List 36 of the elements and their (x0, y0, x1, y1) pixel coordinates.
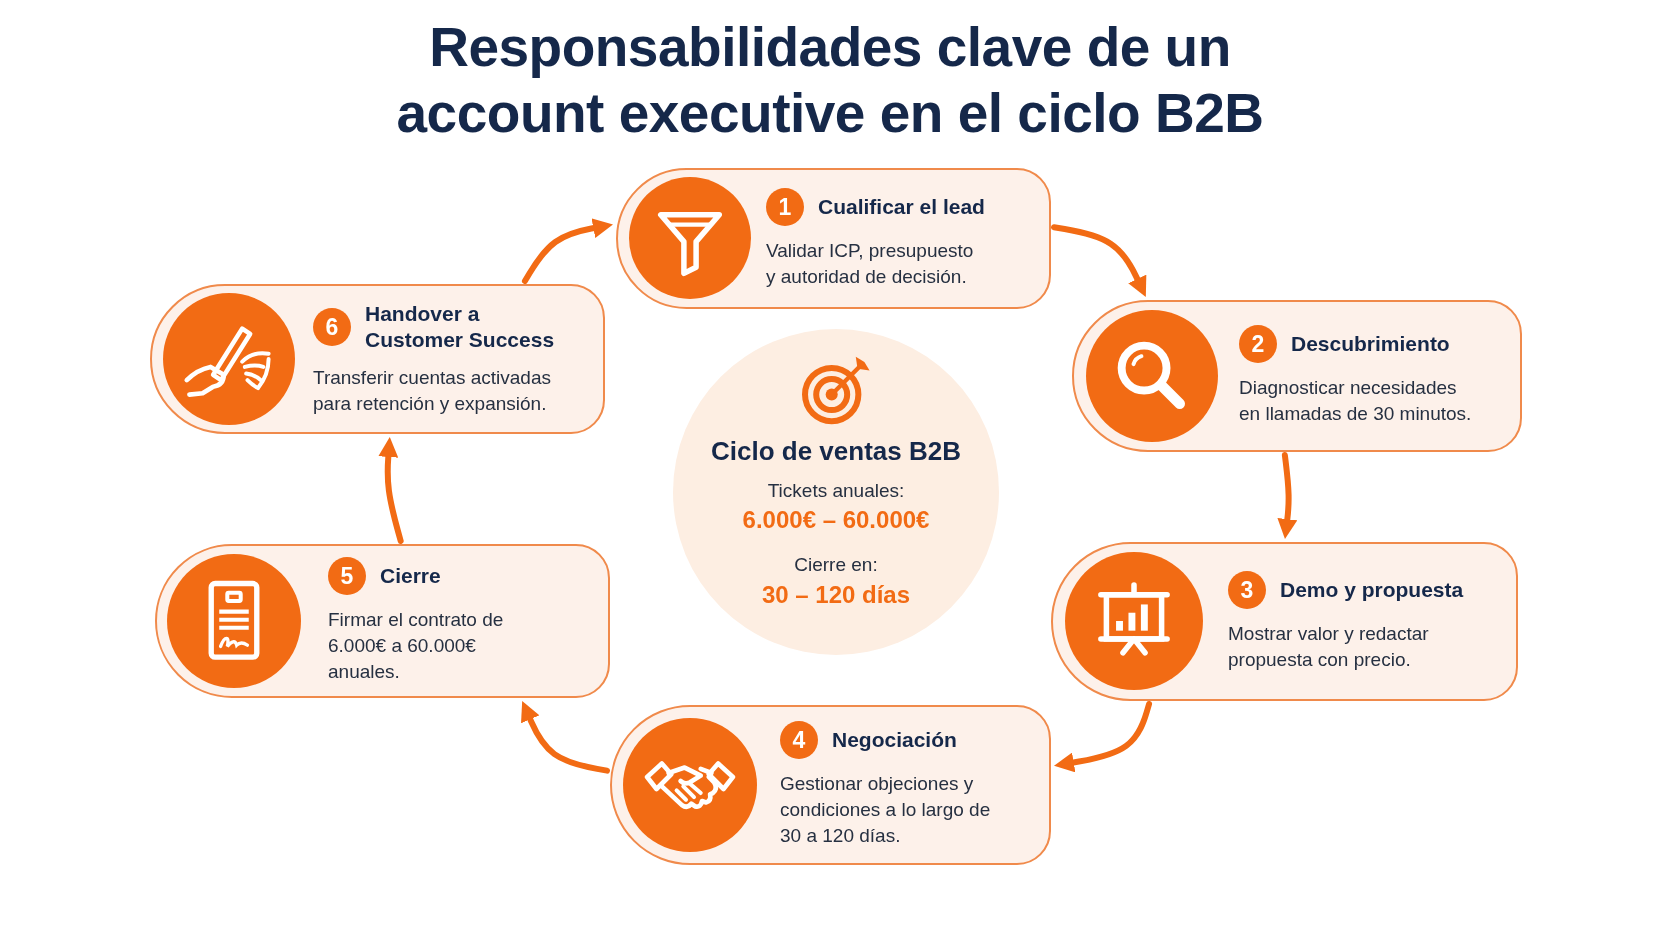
step-number: 5 (328, 557, 366, 595)
step-title: Descubrimiento (1291, 331, 1450, 357)
cycle-arrow (521, 218, 613, 284)
step-description: Firmar el contrato de 6.000€ a 60.000€ anuales. (328, 608, 505, 684)
metric-value: 30 – 120 días (761, 581, 911, 609)
step-description: Diagnosticar necesidades en llamadas de 30 minutos. (1239, 376, 1473, 426)
cycle-arrow (378, 437, 404, 544)
step-description: Gestionar objeciones y condiciones a lo largo de 30 a 120 días. (780, 772, 992, 848)
step-card (1051, 542, 1518, 701)
step-number: 6 (313, 308, 351, 346)
metric-label: Cierre en: (794, 553, 878, 577)
step-title: Negociación (832, 727, 957, 753)
step-title: Cierre (380, 563, 441, 589)
step-description: Transferir cuentas activadas para retención y expansión. (313, 366, 552, 416)
step-card (150, 284, 605, 434)
page-title: Responsabilidades clave de un account executive en el ciclo B2B (395, 15, 1265, 146)
step-number: 3 (1228, 570, 1266, 609)
step-number: 2 (1239, 325, 1277, 363)
cycle-arrow (521, 701, 610, 774)
step-card (616, 168, 1051, 309)
cycle-arrow (1051, 224, 1147, 297)
step-card (155, 544, 610, 698)
step-description: Mostrar valor y redactar propuesta con precio. (1228, 621, 1430, 672)
step-card (1072, 300, 1522, 452)
metric-label: Tickets anuales: (767, 479, 905, 503)
step-number: 4 (780, 721, 818, 759)
step-title: Cualificar el lead (818, 193, 985, 220)
step-title: Demo y propuesta (1280, 576, 1464, 603)
step-number: 1 (766, 187, 804, 226)
cycle-arrow (1054, 701, 1153, 773)
metric-value: 6.000€ – 60.000€ (742, 506, 930, 534)
step-description: Validar ICP, presupuesto y autoridad de decisión. (766, 238, 975, 289)
cycle-title: Ciclo de ventas B2B (711, 435, 961, 467)
step-card (610, 705, 1051, 865)
cycle-arrow (1277, 452, 1298, 539)
step-title: Handover a Customer Success (365, 301, 556, 353)
